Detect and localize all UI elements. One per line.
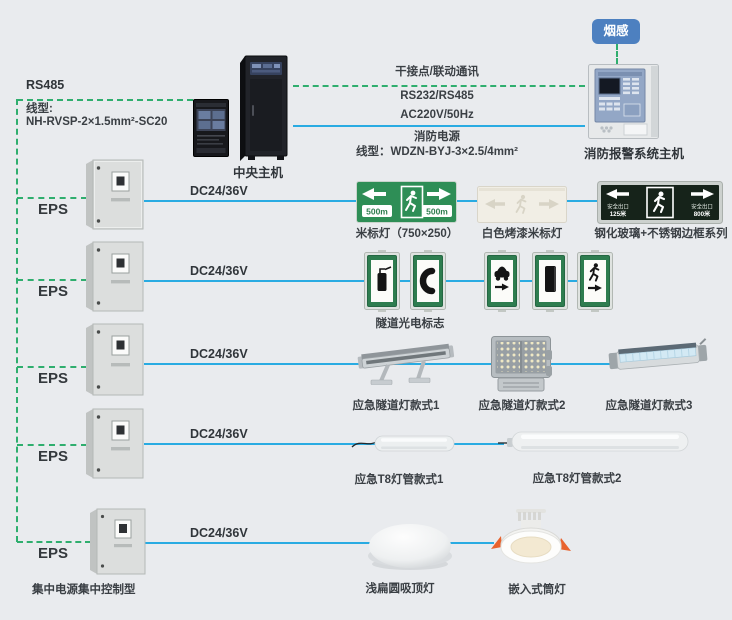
tunnel-light2-label: 应急隧道灯款式2 [478, 400, 566, 412]
eps-label-1: EPS [37, 201, 69, 218]
dc-line-row5 [144, 542, 494, 544]
svg-text:125米: 125米 [610, 210, 627, 218]
arrow-right-icon [539, 199, 559, 209]
exit-sign-green-label: 米标灯（750×250） [355, 228, 459, 240]
car-icon [494, 266, 510, 281]
tunnel-sign-extinguisher [362, 250, 402, 312]
eps-cabinet-2 [86, 241, 144, 312]
cable-spec-value: NH-RVSP-2×1.5mm²-SC20 [26, 116, 168, 128]
tunnel-sign-door [530, 250, 570, 312]
eps-cabinet-5 [90, 508, 146, 575]
central-host-cabinet [240, 55, 288, 162]
eps2-branch-line [17, 279, 87, 281]
arrow-left-icon [606, 189, 629, 199]
dc-label-row2: DC24/36V [190, 264, 248, 278]
eps-label-5: EPS [37, 545, 69, 562]
svg-text:500m: 500m [366, 207, 388, 217]
fire-extinguisher-icon [377, 266, 392, 291]
eps5-branch-line [17, 541, 91, 543]
dc-label-row5: DC24/36V [190, 526, 248, 540]
running-man-icon [652, 191, 666, 214]
central-host-controller [193, 99, 230, 157]
svg-text:安全出口: 安全出口 [691, 203, 713, 211]
exit-sign-green: 500m 500m [356, 181, 457, 223]
dome-ceiling-light [362, 517, 458, 572]
fire-cable-spec-label: 线型：WDZN-BYJ-3×2.5/4mm² [356, 146, 518, 158]
t8-tube-style2 [496, 427, 692, 457]
telephone-icon [419, 267, 436, 295]
fire-alarm-host [588, 64, 660, 140]
t8-tube-style1 [350, 430, 458, 456]
eps4-branch-line [17, 444, 87, 446]
dc-label-row1: DC24/36V [190, 184, 248, 198]
svg-text:安全出口: 安全出口 [607, 203, 629, 211]
eps-label-2: EPS [37, 283, 69, 300]
eps-cabinet-1 [86, 159, 144, 230]
eps-label-3: EPS [37, 370, 69, 387]
mounting-clip [491, 536, 502, 549]
eps-bus-vertical-line [16, 99, 18, 542]
tunnel-light-style3 [608, 336, 708, 380]
tunnel-light3-label: 应急隧道灯款式3 [605, 400, 693, 412]
tunnel-sign-vehicle [482, 250, 522, 312]
fire-power-label: 消防电源 [414, 131, 460, 143]
serial-label: RS232/RS485 [400, 90, 474, 102]
running-man-icon [405, 190, 417, 212]
t8-tube1-label: 应急T8灯管款式1 [354, 474, 444, 486]
svg-text:500m: 500m [426, 207, 448, 217]
tunnel-sign-runner [575, 250, 615, 312]
downlight-label: 嵌入式筒灯 [508, 584, 566, 596]
eps-label-4: EPS [37, 448, 69, 465]
exit-sign-steel: 安全出口 125米 安全出口 800米 [597, 181, 723, 224]
central-host-label: 中央主机 [232, 166, 284, 180]
running-man-icon [588, 263, 600, 282]
exit-sign-steel-label: 钢化玻璃+不锈钢边框系列 [594, 228, 728, 240]
running-man-icon [515, 194, 527, 214]
eps-cabinet-3 [86, 323, 144, 396]
smoke-detector-line [616, 44, 618, 64]
eps1-branch-line [17, 197, 87, 199]
eps3-branch-line [17, 366, 87, 368]
dc-label-row3: DC24/36V [190, 347, 248, 361]
tunnel-sign-phone [408, 250, 448, 312]
tunnel-signs-label: 隧道光电标志 [375, 318, 445, 330]
controller-type-label: 集中电源集中控制型 [32, 584, 136, 596]
smoke-detector-badge: 烟感 [592, 19, 640, 44]
dry-contact-label: 干接点/联动通讯 [395, 66, 479, 78]
arrow-right-icon [427, 188, 451, 200]
emergency-door-icon [545, 266, 556, 292]
dc-line-row2 [144, 280, 578, 282]
tunnel-light-style2 [487, 334, 555, 396]
eps-cabinet-4 [86, 408, 144, 479]
exit-sign-white-label: 白色烤漆米标灯 [481, 228, 563, 240]
recessed-downlight [488, 509, 574, 573]
power-wire [351, 441, 377, 448]
tunnel-light-style1 [356, 338, 456, 394]
dc-label-row4: DC24/36V [190, 427, 248, 441]
t8-tube2-label: 应急T8灯管款式2 [532, 473, 622, 485]
rs485-bus-line [17, 99, 193, 101]
ac-power-label: AC220V/50Hz [400, 109, 474, 121]
cable-spec-title: 线型: [26, 103, 53, 115]
arrow-right-icon [691, 189, 714, 199]
fire-alarm-host-label: 消防报警系统主机 [583, 147, 685, 161]
svg-text:800米: 800米 [694, 210, 711, 218]
ac-power-line [293, 125, 585, 127]
dome-light-label: 浅扁圆吸顶灯 [365, 583, 435, 595]
arrow-left-icon [485, 199, 505, 209]
tunnel-light1-label: 应急隧道灯款式1 [352, 400, 440, 412]
exit-sign-white [477, 186, 567, 223]
dry-contact-line [293, 85, 585, 87]
dc-line-row4 [144, 443, 504, 445]
rs485-label: RS485 [26, 78, 65, 92]
arrow-left-icon [362, 188, 386, 200]
